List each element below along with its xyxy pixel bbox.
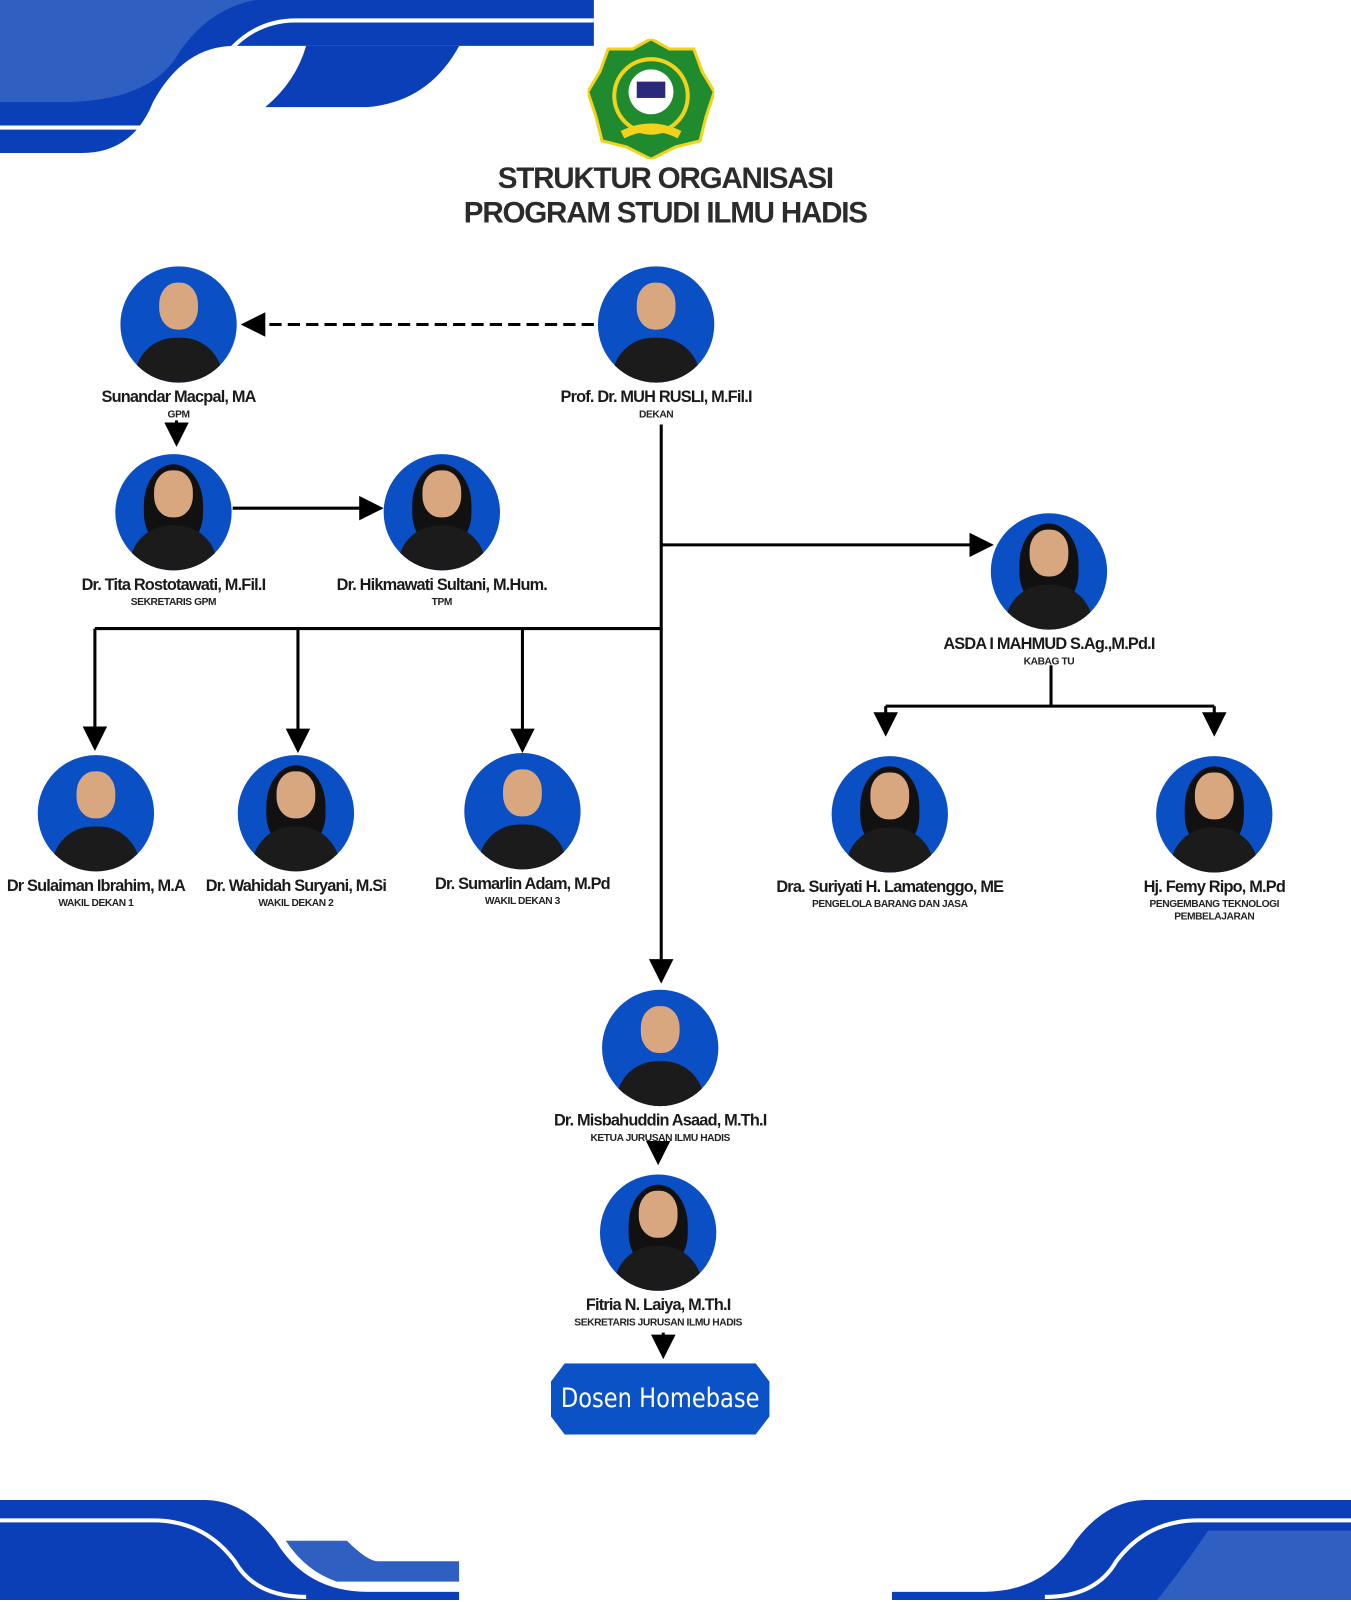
person-name: Dr. Wahidah Suryani, M.Si <box>205 877 387 895</box>
person-name: Dr. Hikmawati Sultani, M.Hum. <box>336 576 548 594</box>
top-left-wave-decoration <box>0 0 594 154</box>
person-photo <box>990 513 1108 630</box>
person-photo <box>599 1174 717 1291</box>
dosen-homebase-box: Dosen Homebase <box>550 1363 770 1435</box>
person-name: Hj. Femy Ripo, M.Pd <box>1143 878 1286 896</box>
title-line-2: PROGRAM STUDI ILMU HADIS <box>463 196 868 230</box>
page-title: STRUKTUR ORGANISASI PROGRAM STUDI ILMU H… <box>0 161 1331 230</box>
person-role: WAKIL DEKAN 3 <box>484 895 560 908</box>
person-name: Dr Sulaiman Ibrahim, M.A <box>6 877 186 895</box>
person-name: Dra. Suriyati H. Lamatenggo, ME <box>776 878 1004 896</box>
person-node-sunandar: Sunandar Macpal, MA GPM <box>46 266 311 421</box>
person-node-femy: Hj. Femy Ripo, M.Pd PENGEMBANG TEKNOLOGI… <box>1082 756 1347 923</box>
person-photo <box>383 454 500 571</box>
person-node-suriyati: Dra. Suriyati H. Lamatenggo, ME PENGELOL… <box>757 756 1022 911</box>
person-role: GPM <box>167 409 190 421</box>
person-photo <box>831 756 948 873</box>
person-photo <box>120 266 237 383</box>
person-name: Sunandar Macpal, MA <box>101 388 256 407</box>
person-photo <box>602 989 719 1107</box>
person-role: TPM <box>431 596 453 609</box>
person-photo <box>597 266 715 383</box>
person-node-sulaiman: Dr Sulaiman Ibrahim, M.A WAKIL DEKAN 1 <box>0 755 229 910</box>
person-photo <box>1156 756 1273 873</box>
person-node-rusli: Prof. Dr. MUH RUSLI, M.Fil.I DEKAN <box>523 266 788 421</box>
person-node-wahidah: Dr. Wahidah Suryani, M.Si WAKIL DEKAN 2 <box>163 755 428 910</box>
person-role: SEKRETARIS JURUSAN ILMU HADIS <box>574 1317 743 1329</box>
person-name: Fitria N. Laiya, M.Th.I <box>585 1296 731 1315</box>
person-role: PENGEMBANG TEKNOLOGI PEMBELAJARAN <box>1149 898 1280 923</box>
university-logo <box>587 38 715 160</box>
person-role: SEKRETARIS GPM <box>130 596 217 609</box>
person-node-misbahuddin: Dr. Misbahuddin Asaad, M.Th.I KETUA JURU… <box>528 989 793 1145</box>
person-photo <box>37 755 155 872</box>
person-name: Prof. Dr. MUH RUSLI, M.Fil.I <box>560 388 753 407</box>
person-role: WAKIL DEKAN 2 <box>258 897 334 910</box>
bottom-right-wave-decoration <box>891 1499 1351 1600</box>
person-role: KABAG TU <box>1023 656 1075 668</box>
person-role: WAKIL DEKAN 1 <box>58 897 134 910</box>
person-role: DEKAN <box>638 409 674 421</box>
bottom-left-wave-decoration <box>0 1499 460 1600</box>
person-node-hikmawati: Dr. Hikmawati Sultani, M.Hum. TPM <box>309 454 574 609</box>
person-node-sumarlin: Dr. Sumarlin Adam, M.Pd WAKIL DEKAN 3 <box>390 753 655 908</box>
person-node-asda: ASDA I MAHMUD S.Ag.,M.Pd.I KABAG TU <box>916 513 1181 668</box>
person-name: Dr. Sumarlin Adam, M.Pd <box>435 875 611 893</box>
person-name: ASDA I MAHMUD S.Ag.,M.Pd.I <box>943 635 1155 654</box>
person-role: KETUA JURUSAN ILMU HADIS <box>590 1132 730 1144</box>
person-role: PENGELOLA BARANG DAN JASA <box>812 898 968 911</box>
title-line-1: STRUKTUR ORGANISASI <box>497 162 834 195</box>
person-name: Dr. Misbahuddin Asaad, M.Th.I <box>553 1112 767 1130</box>
person-name: Dr. Tita Rostotawati, M.Fil.I <box>81 576 267 594</box>
person-photo <box>464 753 581 870</box>
person-node-fitria: Fitria N. Laiya, M.Th.I SEKRETARIS JURUS… <box>526 1174 791 1329</box>
person-photo <box>237 755 355 872</box>
person-photo <box>115 454 232 571</box>
person-node-tita: Dr. Tita Rostotawati, M.Fil.I SEKRETARIS… <box>41 454 306 609</box>
